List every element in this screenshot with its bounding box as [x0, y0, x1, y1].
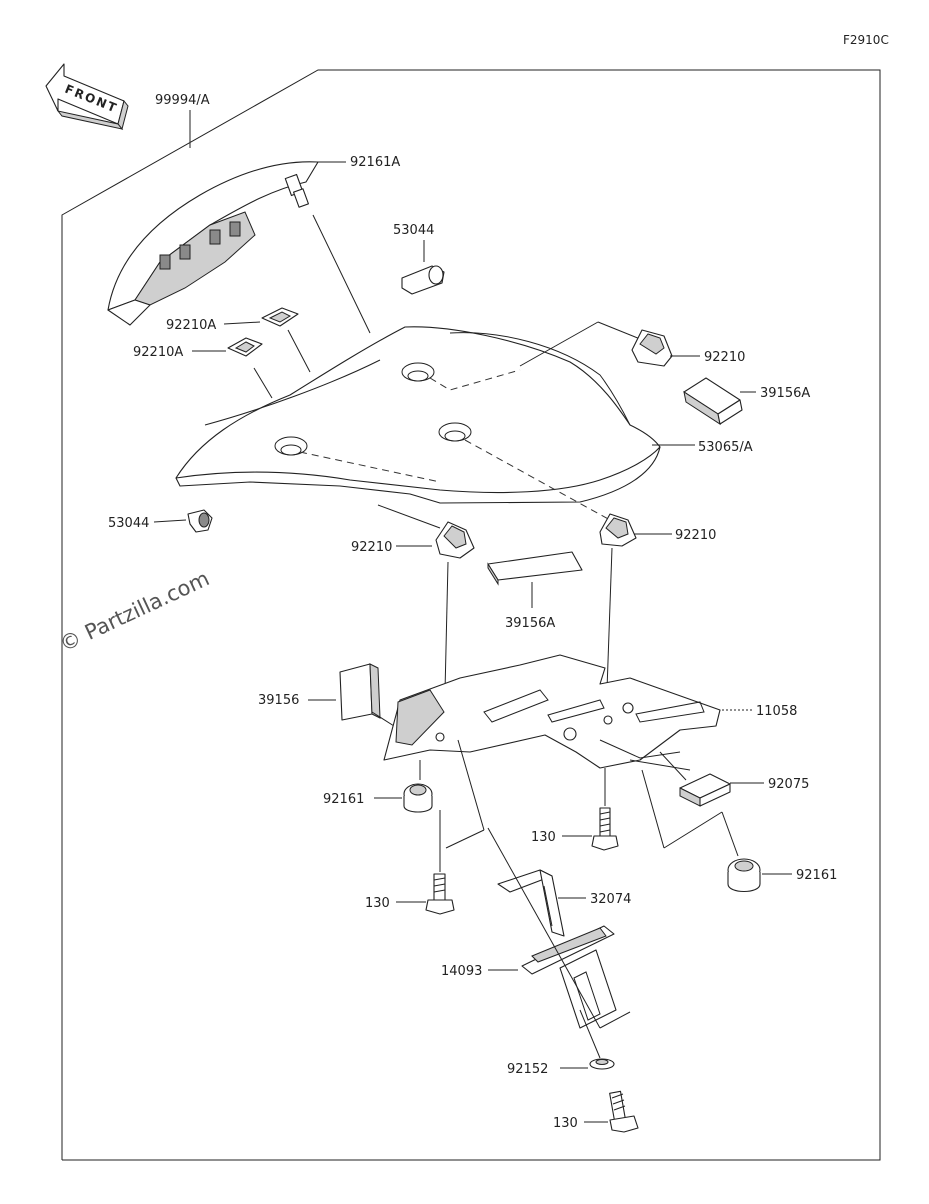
label-39156a-2: 39156A: [505, 616, 555, 631]
label-32074: 32074: [590, 892, 631, 907]
label-92161-2: 92161: [796, 868, 837, 883]
label-92210-1: 92210: [704, 350, 745, 365]
diagram-code: F2910C: [843, 33, 889, 47]
label-92210-3: 92210: [675, 528, 716, 543]
label-92210a-2: 92210A: [133, 345, 183, 360]
pad-39156a-2: [487, 551, 583, 586]
watermark: © Partzilla.com: [56, 566, 213, 656]
seat-53065-a: [175, 326, 661, 504]
label-92075: 92075: [768, 777, 809, 792]
label-92152: 92152: [507, 1062, 548, 1077]
clip-92210-3: [599, 513, 637, 547]
seat-cowl-99994: [107, 161, 319, 326]
bracket-11058: [383, 654, 721, 771]
label-130-3: 130: [553, 1116, 578, 1131]
bracket-32074: [497, 869, 565, 937]
label-92161a: 92161A: [350, 155, 400, 170]
label-92210a-1: 92210A: [166, 318, 216, 333]
washer-92152: [589, 1058, 615, 1070]
label-130-1: 130: [531, 830, 556, 845]
clip-92210-2: [435, 521, 475, 559]
label-92210-2: 92210: [351, 540, 392, 555]
label-99994-a: 99994/A: [155, 93, 210, 108]
label-39156a-1: 39156A: [760, 386, 810, 401]
bolt-130-3: [609, 1090, 639, 1133]
clip-92210-1: [631, 329, 673, 367]
bolt-130-1: [591, 807, 619, 851]
label-53065-a: 53065/A: [698, 440, 753, 455]
assembly-frame: [61, 69, 881, 1161]
label-39156: 39156: [258, 693, 299, 708]
rubber-53044-left: [187, 509, 213, 533]
front-arrow-icon: FRONT: [45, 63, 129, 131]
cover-14093: [521, 925, 617, 1029]
pad-39156: [339, 663, 381, 721]
rubber-53044-top: [401, 265, 445, 295]
bolt-130-2: [425, 873, 455, 915]
pad-39156a-1: [683, 377, 743, 426]
label-130-2: 130: [365, 896, 390, 911]
label-11058: 11058: [756, 704, 797, 719]
grommet-92161-1: [403, 783, 433, 813]
label-14093: 14093: [441, 964, 482, 979]
label-53044-left: 53044: [108, 516, 149, 531]
label-53044-top: 53044: [393, 223, 434, 238]
grommet-92161-2: [727, 858, 761, 893]
label-92161-1: 92161: [323, 792, 364, 807]
pad-92075: [679, 773, 731, 807]
